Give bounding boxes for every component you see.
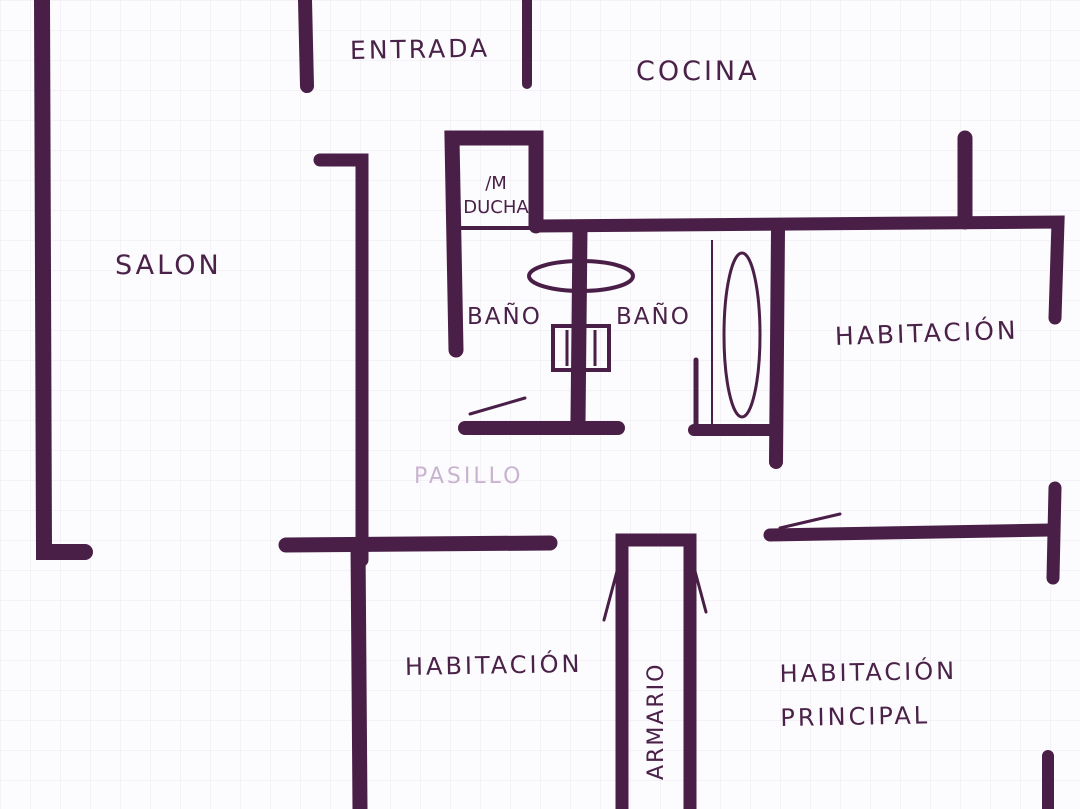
wall-bath-west [444,130,544,358]
room-label-closet: ARMARIO [644,662,669,780]
door-sweep-ne [778,512,842,530]
bathtub-fixture [722,251,762,419]
sink-fixture [527,259,635,293]
master-bedroom-line1: HABITACIÓN [779,656,958,689]
room-label-hallway: PASILLO [414,464,524,489]
wall-entrance-west [298,0,314,93]
room-label-living-room: SALON [115,250,222,281]
room-label-bathroom-left: BAÑO [467,304,542,330]
wall-bath-right-east [769,223,785,469]
room-label-kitchen: COCINA [636,56,760,87]
wall-sw-room-west [350,537,368,809]
wall-ne-bedroom-bottom [763,523,1057,542]
toilet-fixture [551,324,611,372]
door-sweep-closet-right [690,558,708,614]
room-label-master-bedroom: HABITACIÓN PRINCIPAL [779,649,958,740]
room-label-shower: /M DUCHA [463,173,529,218]
door-sweep-closet [602,558,622,622]
door-sweep-bath [468,396,527,416]
wall-living-west [34,0,93,560]
room-label-bedroom-southwest: HABITACIÓN [404,649,583,681]
room-label-entrance: ENTRADA [349,33,491,65]
wall-closet [615,533,697,809]
wall-bath-top [529,215,1065,325]
wall-living-hall [313,153,369,567]
wall-east-stub [1046,481,1062,585]
wall-hall-cross [278,535,558,553]
room-label-bathroom-right: BAÑO [616,304,691,330]
master-bedroom-line2: PRINCIPAL [780,701,931,732]
